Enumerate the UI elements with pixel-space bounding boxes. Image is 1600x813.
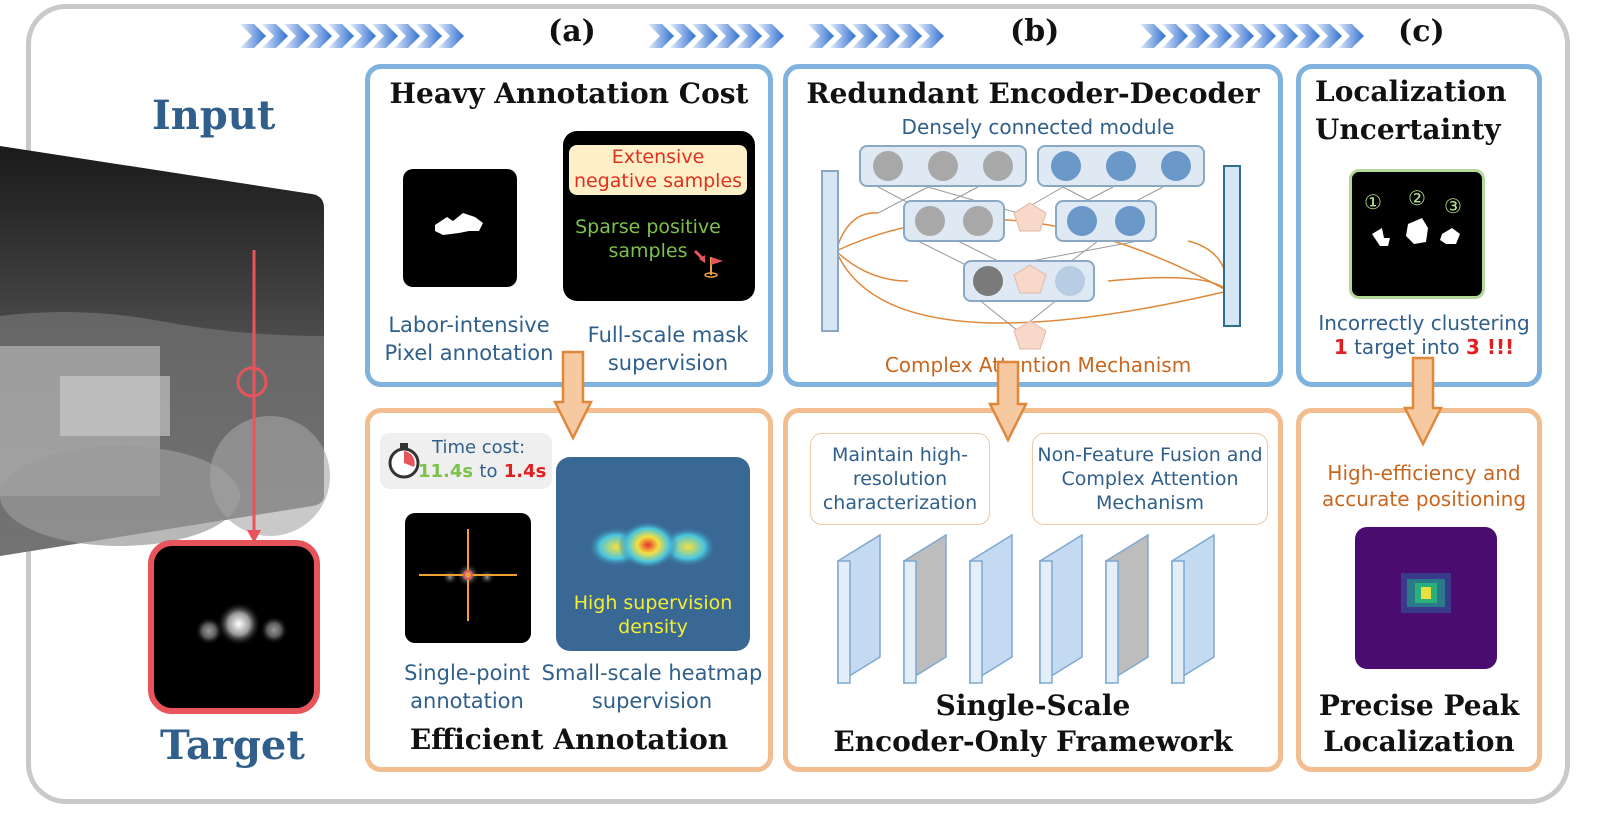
- panel-b-top-title: Redundant Encoder-Decoder: [806, 77, 1260, 110]
- panel-c-bottom-title-1: Precise Peak: [1318, 689, 1520, 722]
- down-arrow-c: [1403, 356, 1443, 447]
- clustering-caption-1: Incorrectly clustering: [1318, 311, 1530, 335]
- panel-c-top-title-1: Localization: [1315, 75, 1507, 108]
- panel-b-top: Redundant Encoder-Decoder Densely connec…: [783, 64, 1283, 387]
- negative-samples-text: Extensive negative samples: [569, 145, 747, 195]
- caption-small-scale: Small-scale heatmap supervision: [541, 661, 763, 713]
- three-count: 3 !!!: [1465, 335, 1515, 359]
- down-arrow-b: [988, 360, 1028, 443]
- positioning-caption-1: High-efficiency and: [1327, 461, 1521, 485]
- label-b: (b): [1010, 14, 1060, 49]
- target-into-text: target into: [1354, 335, 1460, 359]
- positive-samples-text: Sparse positive samples: [575, 216, 721, 262]
- chevron-strip-c: [1140, 24, 1364, 48]
- panel-a-top-title: Heavy Annotation Cost: [389, 77, 749, 110]
- caption-single-point: Single-point annotation: [404, 661, 530, 713]
- panel-c-top: Localization Uncertainty ① ② ③ Incorrect…: [1296, 64, 1542, 387]
- clustering-mask-image: ① ② ③: [1349, 169, 1485, 299]
- chevron-strip-a: [240, 24, 464, 48]
- maintain-resolution-box: Maintain high-resolution characterizatio…: [810, 433, 990, 525]
- time-cost-badge: Time cost: 11.4s to 1.4s: [380, 433, 552, 489]
- single-point-image: [405, 513, 531, 643]
- panel-c-bottom-title-2: Localization: [1323, 725, 1515, 758]
- panel-a-bottom-title: Efficient Annotation: [409, 723, 729, 756]
- infrared-input-image: [0, 146, 330, 556]
- attention-label: Complex Attention Mechanism: [884, 353, 1192, 377]
- target-label: Target: [160, 722, 305, 769]
- heatmap-image: High supervision density: [556, 457, 750, 651]
- peak-heatmap-image: [1355, 527, 1497, 669]
- cluster-num-3: ③: [1444, 194, 1462, 218]
- cluster-num-1: ①: [1364, 190, 1382, 214]
- time-to-word: to: [479, 461, 498, 482]
- label-a: (a): [548, 14, 596, 49]
- panel-a-bottom: Time cost: 11.4s to 1.4s High supervisio…: [365, 408, 773, 772]
- target-crop-image: [148, 540, 320, 714]
- time-from: 11.4s: [418, 461, 474, 482]
- time-to: 1.4s: [503, 461, 547, 482]
- panel-b-bottom-title-2: Encoder-Only Framework: [833, 725, 1233, 758]
- dense-module-label: Densely connected module: [901, 115, 1175, 139]
- flag-icon: [693, 249, 723, 278]
- full-mask-image: Extensive negative samples Sparse positi…: [563, 131, 755, 301]
- input-label: Input: [152, 92, 276, 139]
- encoder-only-layers: [837, 533, 1215, 685]
- caption-full-scale: Full-scale mask supervision: [587, 323, 749, 375]
- panel-c-top-title-2: Uncertainty: [1315, 113, 1501, 146]
- panel-c-bottom: High-efficiency and accurate positioning…: [1296, 408, 1542, 772]
- label-c: (c): [1398, 14, 1445, 49]
- target-connector-arrow: [247, 250, 261, 543]
- panel-b-bottom-title-1: Single-Scale: [935, 689, 1131, 722]
- panel-a-top: Heavy Annotation Cost Extensive negative…: [365, 64, 773, 387]
- caption-labor-intensive: Labor-intensive Pixel annotation: [384, 313, 554, 365]
- clustering-caption-2: 1 target into 3 !!!: [1301, 335, 1547, 359]
- one-count: 1: [1333, 335, 1348, 359]
- stopwatch-icon: [388, 443, 420, 479]
- non-feature-fusion-box: Non-Feature Fusion and Complex Attention…: [1032, 433, 1268, 525]
- encoder-decoder-diagram: [821, 145, 1241, 350]
- time-cost-values: 11.4s to 1.4s: [418, 461, 546, 482]
- chevron-strip-b: [648, 24, 944, 48]
- pixel-mask-image: [403, 169, 517, 287]
- time-cost-label: Time cost:: [432, 437, 526, 458]
- panel-b-bottom: Maintain high-resolution characterizatio…: [783, 408, 1283, 772]
- cluster-num-2: ②: [1408, 186, 1426, 210]
- down-arrow-a: [553, 350, 593, 441]
- heatmap-caption: High supervision density: [573, 592, 733, 638]
- positioning-caption-2: accurate positioning: [1321, 487, 1527, 511]
